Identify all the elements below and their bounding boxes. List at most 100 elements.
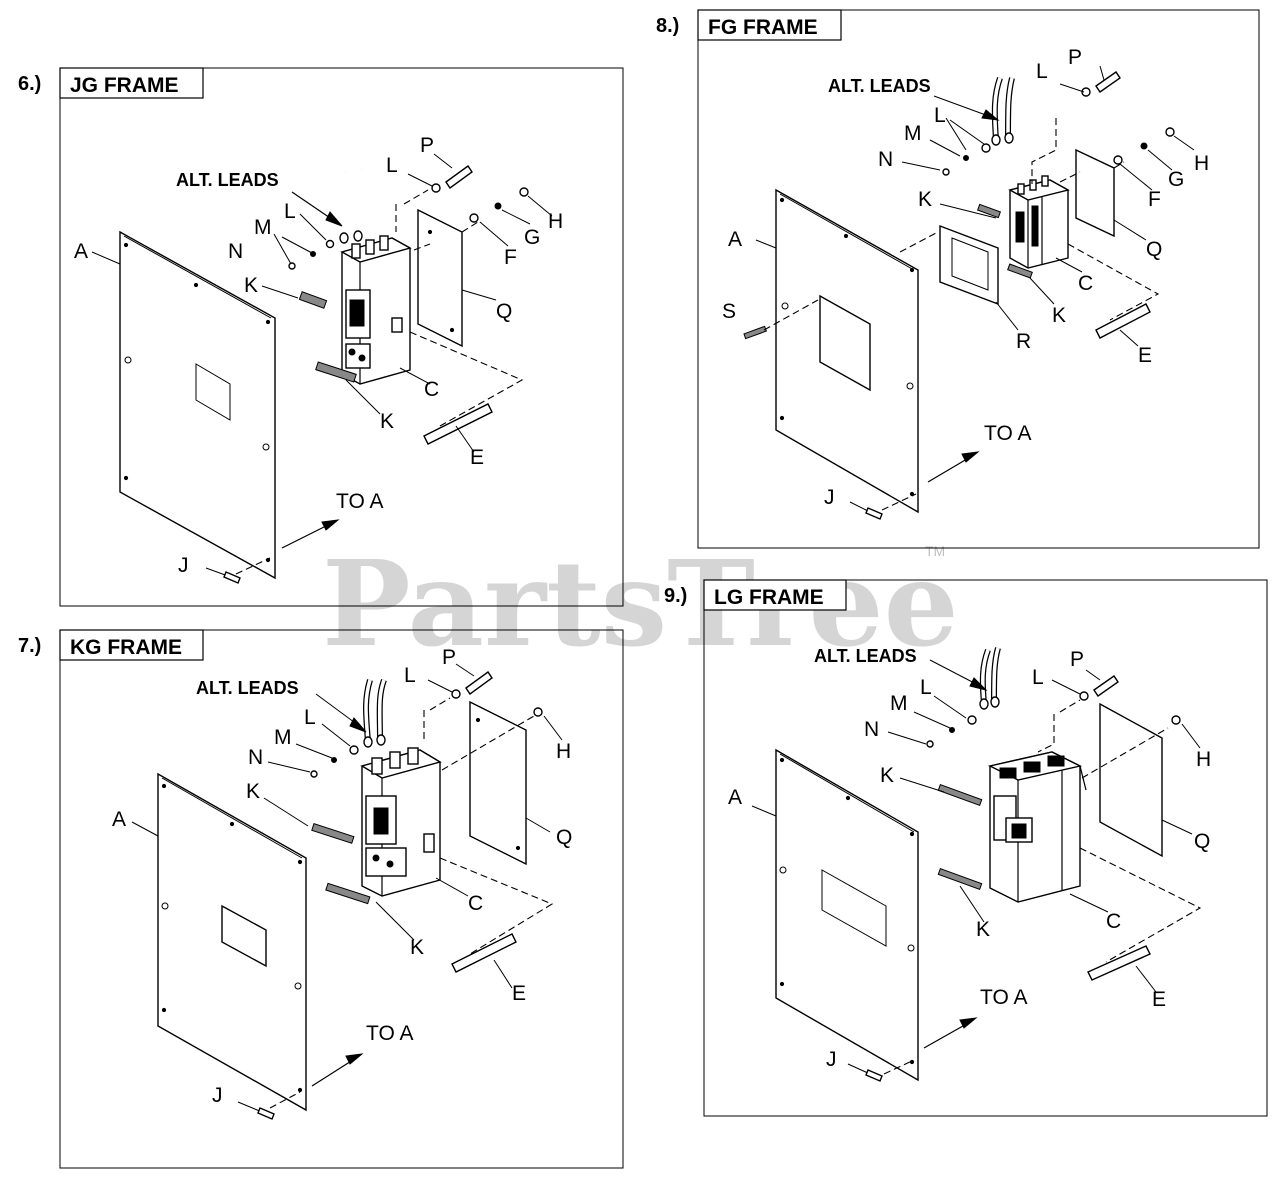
callout-e: E bbox=[512, 982, 526, 1005]
callout-j: J bbox=[212, 1084, 223, 1107]
panel-kg-frame: 7.) KG FRAME bbox=[18, 629, 624, 1169]
panel-number: 8.) bbox=[656, 15, 679, 37]
panel-lg-frame: 9.) LG FRAME bbox=[664, 579, 1268, 1117]
callout-p: P bbox=[1070, 648, 1084, 671]
callout-h: H bbox=[1196, 748, 1211, 771]
escutcheon-r bbox=[939, 224, 999, 306]
callout-j: J bbox=[178, 554, 189, 577]
breaker-c bbox=[987, 751, 1087, 903]
callout-k: K bbox=[244, 274, 258, 297]
plate-q bbox=[1075, 148, 1115, 238]
panel-title-box bbox=[703, 579, 847, 611]
callout-l-top: L bbox=[404, 664, 416, 687]
callout-k-lower: K bbox=[380, 410, 394, 433]
panel-title: FG FRAME bbox=[708, 16, 818, 39]
callout-m: M bbox=[274, 726, 292, 749]
callout-alt-leads: ALT. LEADS bbox=[176, 170, 279, 190]
cover-plate-a bbox=[157, 772, 307, 1112]
plate-q bbox=[469, 700, 527, 866]
callout-l-top: L bbox=[1036, 60, 1048, 83]
panel-title-box bbox=[697, 9, 842, 41]
callout-g: G bbox=[1168, 168, 1184, 191]
callout-m: M bbox=[890, 692, 908, 715]
callout-n: N bbox=[878, 148, 893, 171]
panel-title: KG FRAME bbox=[70, 636, 182, 659]
panel-border bbox=[697, 9, 1260, 549]
cover-plate-a bbox=[775, 188, 919, 514]
callout-k-lower: K bbox=[976, 918, 990, 941]
callout-e: E bbox=[1152, 988, 1166, 1011]
panel-border bbox=[59, 629, 624, 1169]
callout-p: P bbox=[420, 134, 434, 157]
callout-c: C bbox=[424, 378, 439, 401]
callout-c: C bbox=[468, 892, 483, 915]
callout-a: A bbox=[112, 808, 126, 831]
callout-p: P bbox=[1068, 46, 1082, 69]
callout-to-a: TO A bbox=[980, 986, 1027, 1009]
callout-n: N bbox=[864, 718, 879, 741]
cover-plate-a bbox=[119, 230, 276, 580]
callout-r: R bbox=[1016, 330, 1031, 353]
callout-alt-leads: ALT. LEADS bbox=[196, 678, 299, 698]
panel-border bbox=[703, 579, 1268, 1117]
callout-a: A bbox=[74, 240, 88, 263]
panel-number: 7.) bbox=[18, 635, 41, 657]
callout-k: K bbox=[918, 188, 932, 211]
callout-k-lower: K bbox=[1052, 304, 1066, 327]
callout-k: K bbox=[246, 780, 260, 803]
callout-h: H bbox=[548, 210, 563, 233]
panel-border bbox=[59, 67, 624, 607]
callout-q: Q bbox=[556, 826, 572, 849]
panel-number: 9.) bbox=[664, 585, 687, 607]
panel-fg-frame: 8.) FG FRAME bbox=[656, 9, 1260, 549]
callout-c: C bbox=[1078, 272, 1093, 295]
callout-k: K bbox=[880, 764, 894, 787]
plate-q bbox=[1099, 702, 1163, 858]
callout-p: P bbox=[442, 646, 456, 669]
callout-e: E bbox=[1138, 344, 1152, 367]
watermark-text: PartsTree bbox=[322, 534, 959, 673]
panel-title: JG FRAME bbox=[70, 74, 179, 97]
callout-n: N bbox=[248, 746, 263, 769]
callout-a: A bbox=[728, 786, 742, 809]
watermark-trademark: TM bbox=[925, 543, 945, 559]
callout-h: H bbox=[1194, 152, 1209, 175]
callout-q: Q bbox=[1194, 830, 1210, 853]
callout-f: F bbox=[1148, 188, 1161, 211]
callout-f: F bbox=[504, 246, 517, 269]
callout-a: A bbox=[728, 228, 742, 251]
callout-to-a: TO A bbox=[984, 422, 1031, 445]
panel-title-box bbox=[59, 67, 204, 99]
callout-to-a: TO A bbox=[336, 490, 383, 513]
callout-l: L bbox=[304, 706, 316, 729]
callout-q: Q bbox=[496, 300, 512, 323]
callout-s: S bbox=[722, 300, 736, 323]
callout-e: E bbox=[470, 446, 484, 469]
callout-q: Q bbox=[1146, 238, 1162, 261]
callout-l-top: L bbox=[386, 154, 398, 177]
callout-n: N bbox=[228, 240, 243, 263]
panel-title: LG FRAME bbox=[714, 586, 824, 609]
callout-h: H bbox=[556, 740, 571, 763]
callout-g: G bbox=[524, 226, 540, 249]
panel-number: 6.) bbox=[18, 73, 41, 95]
callout-m: M bbox=[904, 122, 922, 145]
panel-title-box bbox=[59, 629, 204, 661]
callout-to-a: TO A bbox=[366, 1022, 413, 1045]
callout-l: L bbox=[284, 200, 296, 223]
callout-c: C bbox=[1106, 910, 1121, 933]
breaker-c bbox=[1008, 175, 1070, 269]
callout-l: L bbox=[934, 104, 946, 127]
panel-jg-frame: 6.) JG FRAME bbox=[18, 67, 624, 607]
callout-k-lower: K bbox=[410, 936, 424, 959]
callout-alt-leads: ALT. LEADS bbox=[828, 76, 931, 96]
callout-l-top: L bbox=[1032, 666, 1044, 689]
breaker-c bbox=[360, 747, 442, 897]
callout-j: J bbox=[826, 1048, 837, 1071]
breaker-c bbox=[340, 235, 412, 385]
callout-alt-leads: ALT. LEADS bbox=[814, 646, 917, 666]
callout-j: J bbox=[824, 486, 835, 509]
plate-q bbox=[417, 208, 463, 348]
cover-plate-a bbox=[775, 748, 919, 1082]
